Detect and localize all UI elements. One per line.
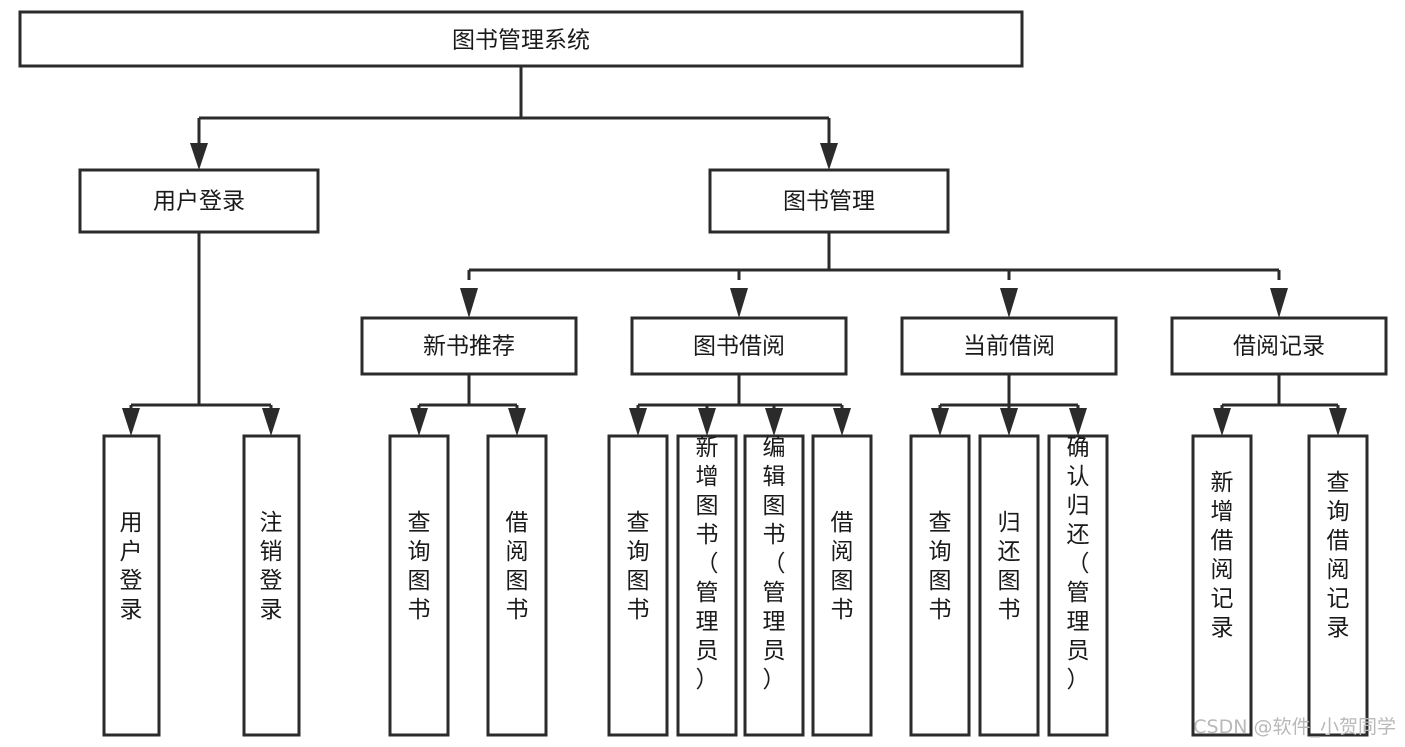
- node-current-borrow-box[interactable]: [900, 316, 1118, 376]
- node-root[interactable]: 图书管理系统: [18, 10, 1024, 68]
- node-leaf-edit-book-admin[interactable]: 编辑图书（管理员）: [743, 434, 805, 737]
- node-book-management-label: 图书管理: [783, 189, 875, 215]
- node-leaf-return-book-label: 归还图书: [998, 510, 1021, 623]
- node-new-book-recommend-box[interactable]: [360, 316, 578, 376]
- arrow-head-leaf-add-book-admin: [698, 408, 716, 436]
- node-leaf-query-book-current-box[interactable]: [909, 434, 971, 737]
- node-new-book-recommend-label: 新书推荐: [423, 334, 515, 360]
- node-leaf-query-book-borrow-label: 查询图书: [627, 510, 650, 623]
- node-borrow-record-label: 借阅记录: [1233, 334, 1325, 360]
- node-leaf-return-book-box[interactable]: [978, 434, 1040, 737]
- connector-layer: [122, 66, 1347, 436]
- node-new-book-recommend[interactable]: 新书推荐: [360, 316, 578, 376]
- arrow-head-leaf-query-book-current: [931, 408, 949, 436]
- node-leaf-add-borrow-record-label: 新增借阅记录: [1211, 470, 1234, 641]
- arrow-head-current-borrow: [1000, 288, 1018, 318]
- node-leaf-borrow-book[interactable]: 借阅图书: [811, 434, 873, 737]
- node-current-borrow-label: 当前借阅: [963, 334, 1055, 360]
- node-leaf-borrow-book-box[interactable]: [811, 434, 873, 737]
- node-borrow-record[interactable]: 借阅记录: [1170, 316, 1388, 376]
- node-book-borrow-box[interactable]: [630, 316, 848, 376]
- node-leaf-return-book[interactable]: 归还图书: [978, 434, 1040, 737]
- node-root-label: 图书管理系统: [452, 28, 590, 54]
- node-leaf-query-book-borrow[interactable]: 查询图书: [607, 434, 669, 737]
- arrow-head-new-book-recommend: [460, 288, 478, 318]
- node-leaf-add-book-admin[interactable]: 新增图书（管理员）: [676, 434, 738, 737]
- node-leaf-add-book-admin-box[interactable]: [676, 434, 738, 737]
- node-leaf-user-logout-label: 注销登录: [260, 510, 283, 623]
- node-leaf-query-borrow-record[interactable]: 查询借阅记录: [1307, 434, 1369, 737]
- node-leaf-user-login-box[interactable]: [102, 434, 161, 737]
- node-user-login-label: 用户登录: [153, 189, 245, 215]
- node-current-borrow[interactable]: 当前借阅: [900, 316, 1118, 376]
- node-leaf-query-book-current-label: 查询图书: [929, 510, 952, 623]
- node-leaf-user-login[interactable]: 用户登录: [102, 434, 161, 737]
- node-book-borrow-label: 图书借阅: [693, 334, 785, 360]
- node-book-management[interactable]: 图书管理: [708, 168, 950, 234]
- node-leaf-query-book-borrow-box[interactable]: [607, 434, 669, 737]
- node-leaf-add-borrow-record[interactable]: 新增借阅记录: [1191, 434, 1253, 737]
- node-user-login-box[interactable]: [78, 168, 320, 234]
- node-leaf-confirm-return-admin-box[interactable]: [1047, 434, 1109, 737]
- node-leaf-query-borrow-record-label: 查询借阅记录: [1327, 470, 1350, 641]
- node-leaf-query-book-recommend[interactable]: 查询图书: [388, 434, 450, 737]
- node-user-login[interactable]: 用户登录: [78, 168, 320, 234]
- node-leaf-edit-book-admin-box[interactable]: [743, 434, 805, 737]
- node-leaf-confirm-return-admin-label: 确认归还（管理员）: [1067, 435, 1090, 693]
- node-leaf-add-borrow-record-box[interactable]: [1191, 434, 1253, 737]
- node-leaf-query-book-current[interactable]: 查询图书: [909, 434, 971, 737]
- node-book-borrow[interactable]: 图书借阅: [630, 316, 848, 376]
- node-leaf-user-login-label: 用户登录: [120, 510, 143, 623]
- arrow-head-book-borrow: [730, 288, 748, 318]
- node-root-box[interactable]: [18, 10, 1024, 68]
- arrow-head-borrow-record: [1270, 288, 1288, 318]
- arrow-head-user-login: [190, 143, 208, 170]
- node-leaf-query-book-recommend-box[interactable]: [388, 434, 450, 737]
- arrow-head-book-management: [820, 143, 838, 170]
- node-leaf-edit-book-admin-label: 编辑图书（管理员）: [763, 435, 786, 693]
- node-leaf-query-borrow-record-box[interactable]: [1307, 434, 1369, 737]
- node-leaf-borrow-book-label: 借阅图书: [831, 510, 854, 623]
- arrow-head-leaf-borrow-book: [833, 408, 851, 436]
- csdn-watermark: CSDN @软件_小贺同学: [1193, 716, 1396, 738]
- node-leaf-borrow-book-recommend-label: 借阅图书: [506, 510, 529, 623]
- arrow-head-leaf-query-book-borrow: [629, 408, 647, 436]
- arrow-head-leaf-query-borrow-record: [1329, 408, 1347, 436]
- node-leaf-borrow-book-recommend[interactable]: 借阅图书: [486, 434, 548, 737]
- arrow-head-leaf-borrow-book-recommend: [508, 408, 526, 436]
- node-leaf-user-logout[interactable]: 注销登录: [242, 434, 301, 737]
- arrow-head-leaf-edit-book-admin: [765, 408, 783, 436]
- arrow-head-leaf-confirm-return-admin: [1069, 408, 1087, 436]
- node-book-management-box[interactable]: [708, 168, 950, 234]
- arrow-head-leaf-user-login: [122, 408, 140, 436]
- arrow-head-leaf-add-borrow-record: [1213, 408, 1231, 436]
- arrow-head-leaf-query-book-recommend: [410, 408, 428, 436]
- node-leaf-user-logout-box[interactable]: [242, 434, 301, 737]
- arrow-head-leaf-return-book: [1000, 408, 1018, 436]
- node-borrow-record-box[interactable]: [1170, 316, 1388, 376]
- arrow-head-leaf-user-logout: [262, 408, 280, 436]
- node-leaf-query-book-recommend-label: 查询图书: [408, 510, 431, 623]
- node-leaf-confirm-return-admin[interactable]: 确认归还（管理员）: [1047, 434, 1109, 737]
- node-leaf-add-book-admin-label: 新增图书（管理员）: [696, 435, 719, 693]
- node-leaf-borrow-book-recommend-box[interactable]: [486, 434, 548, 737]
